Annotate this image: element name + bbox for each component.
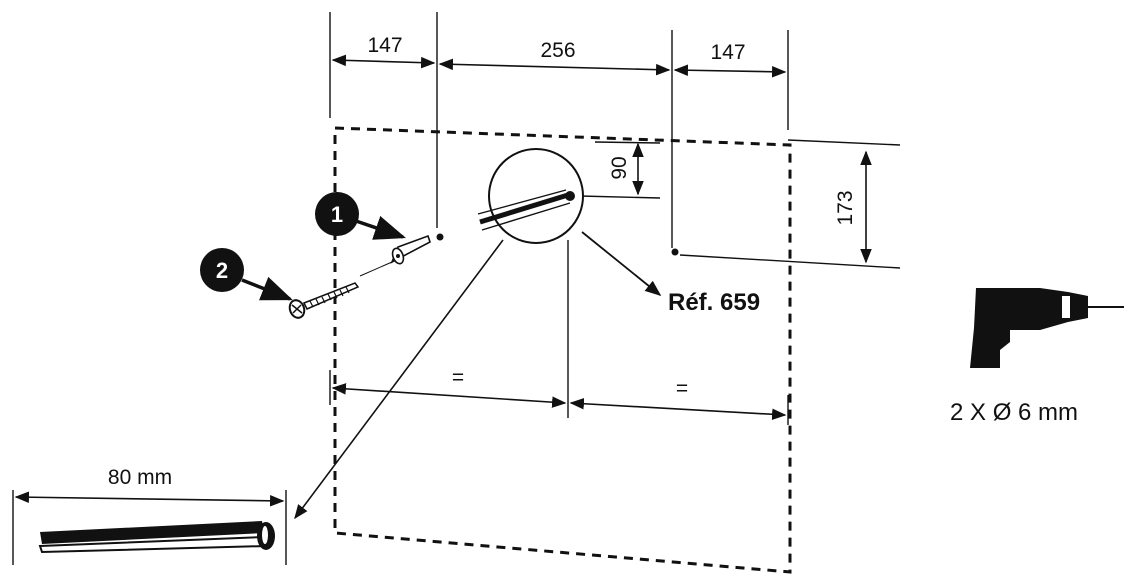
svg-text:1: 1 [331,202,343,227]
equal-right-label: = [676,377,688,400]
mounting-hole-left [436,233,444,241]
cable-length-detail [12,490,287,565]
dim-left-spacing: 147 [367,34,402,57]
screw [288,282,360,319]
svg-text:2: 2 [216,258,228,283]
dim-center-spacing: 256 [540,39,575,62]
step-1-pointer [355,215,406,240]
reference-pointer [581,231,662,297]
dim-right-height: 173 [834,190,857,225]
reference-label: Réf. 659 [668,289,760,316]
cable-detail-pointer [294,239,504,520]
step-badge-2: 2 [200,248,244,292]
equal-left-label: = [452,366,464,389]
top-dimensions [331,54,787,78]
extension-lines [329,12,901,425]
mounting-hole-right [671,248,679,256]
step-2-pointer [241,276,293,301]
dim-cable-offset: 90 [608,156,631,179]
dim-right-spacing: 147 [710,41,745,64]
cable-length-label: 80 mm [108,466,172,489]
equal-dimensions [331,383,787,421]
step-badge-1: 1 [315,192,359,236]
wall-plug [359,234,431,277]
drill-icon [970,288,1124,368]
cable-exit-detail [477,148,584,244]
drill-spec-label: 2 X Ø 6 mm [950,399,1078,426]
